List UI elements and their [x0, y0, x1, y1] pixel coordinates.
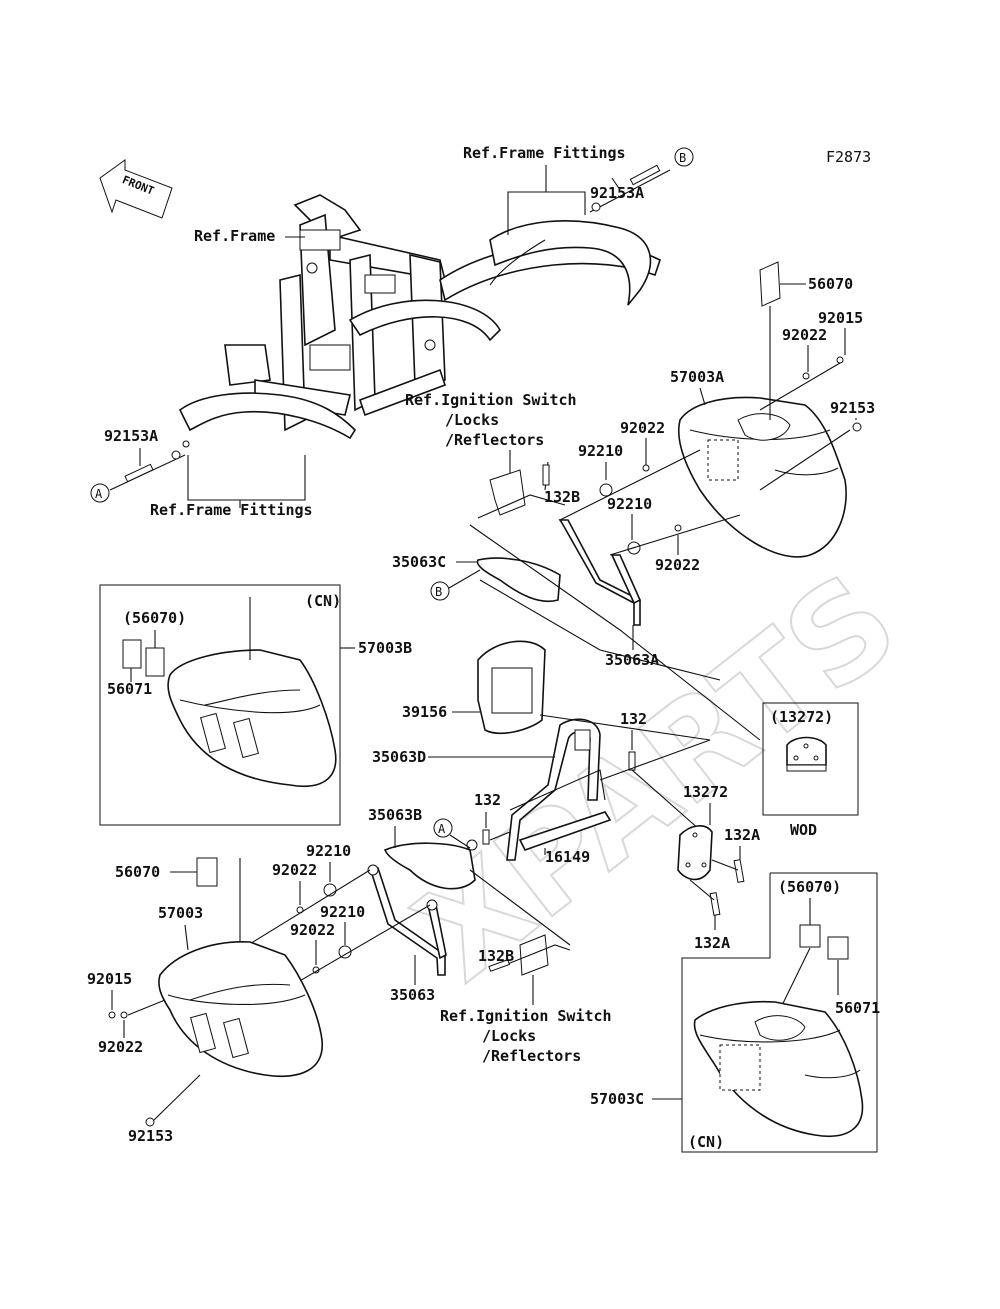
part-92022-a: 92022: [782, 326, 827, 344]
label-cn-top: (CN): [305, 592, 341, 610]
sticker-56071-left: [122, 639, 142, 669]
part-132-a: 132: [620, 710, 647, 728]
part-92210-b: 92210: [607, 495, 652, 513]
sticker-56070-top: [759, 261, 781, 307]
part-132B-top: 132B: [544, 488, 580, 506]
label-reflectors-1: /Reflectors: [445, 431, 544, 449]
part-35063D: 35063D: [372, 748, 426, 766]
part-92022-f: 92022: [98, 1038, 143, 1056]
part-92210-d: 92210: [320, 903, 365, 921]
sticker-56071-right: [827, 936, 849, 960]
saddlebag-57003C: [693, 1000, 864, 1137]
part-13272-paren: (13272): [770, 708, 833, 726]
svg-text:A: A: [438, 822, 446, 836]
part-35063: 35063: [390, 986, 435, 1004]
frame-fitting-top: [489, 220, 652, 306]
part-57003B: 57003B: [358, 639, 412, 657]
svg-text:B: B: [435, 585, 442, 599]
part-56070-bottom: 56070: [115, 863, 160, 881]
frame-illustration: [224, 194, 661, 432]
plate-35063B: [383, 842, 476, 890]
part-57003C: 57003C: [590, 1090, 644, 1108]
part-92153-right: 92153: [830, 399, 875, 417]
part-13272: 13272: [683, 783, 728, 801]
part-92210-a: 92210: [578, 442, 623, 460]
part-56071-right: 56071: [835, 999, 880, 1017]
part-56070-paren-cn: (56070): [123, 609, 186, 627]
part-56070-paren-bottom: (56070): [778, 878, 841, 896]
part-39156: 39156: [402, 703, 447, 721]
label-ref-ignition-2: Ref.Ignition Switch: [440, 1007, 612, 1025]
front-arrow-icon: FRONT: [99, 159, 173, 219]
part-16149: 16149: [545, 848, 590, 866]
wod-variant-box: [762, 702, 859, 816]
part-92015-top: 92015: [818, 309, 863, 327]
part-132A-a: 132A: [724, 826, 760, 844]
label-ref-frame-fittings-top: Ref.Frame Fittings: [463, 144, 626, 162]
label-ref-frame-fittings-bottom: Ref.Frame Fittings: [150, 501, 313, 519]
callout-circle-a-left: A: [90, 483, 110, 503]
cn-variant-box-top: [99, 584, 341, 826]
label-ref-frame: Ref.Frame: [194, 227, 275, 245]
part-92153A-top: 92153A: [590, 184, 644, 202]
label-ref-ignition-1: Ref.Ignition Switch: [405, 391, 577, 409]
sticker-56070-cn-bottom: [799, 924, 821, 948]
part-92015-bottom: 92015: [87, 970, 132, 988]
part-132A-b: 132A: [694, 934, 730, 952]
saddlebag-57003: [158, 941, 323, 1077]
part-132B-bottom: 132B: [478, 947, 514, 965]
part-92022-d: 92022: [272, 861, 317, 879]
figure-code: F2873: [826, 148, 871, 166]
saddlebag-57003A: [677, 396, 847, 558]
label-wod: WOD: [790, 821, 817, 839]
plate-35063C: [476, 557, 561, 603]
part-92153-bottom: 92153: [128, 1127, 173, 1145]
callout-circle-b-top: B: [674, 147, 694, 167]
label-locks-2: /Locks: [482, 1027, 536, 1045]
callout-circle-b-mid: B: [430, 581, 450, 601]
ignition-bracket-top: [489, 469, 526, 516]
sticker-56070-bottom: [196, 857, 218, 887]
rail-35063A: [558, 519, 641, 626]
part-56071-left: 56071: [107, 680, 152, 698]
part-92022-e: 92022: [290, 921, 335, 939]
ignition-bracket-bottom: [519, 934, 549, 976]
plate-16149: [518, 811, 612, 851]
label-reflectors-2: /Reflectors: [482, 1047, 581, 1065]
part-92210-c: 92210: [306, 842, 351, 860]
label-locks-1: /Locks: [445, 411, 499, 429]
callout-circle-a-mid: A: [433, 818, 453, 838]
frame-fitting-left: [178, 392, 357, 440]
rail-35063: [368, 867, 446, 976]
part-57003A: 57003A: [670, 368, 724, 386]
svg-text:A: A: [95, 487, 103, 501]
saddlebag-57003B: [167, 649, 337, 787]
cn-variant-box-bottom: [681, 872, 878, 1153]
sticker-56070-cn: [145, 647, 165, 677]
svg-text:B: B: [679, 151, 686, 165]
part-57003: 57003: [158, 904, 203, 922]
part-92153A-left: 92153A: [104, 427, 158, 445]
part-92022-b: 92022: [620, 419, 665, 437]
part-35063C: 35063C: [392, 553, 446, 571]
part-132-b: 132: [474, 791, 501, 809]
part-35063A: 35063A: [605, 651, 659, 669]
part-56070-top: 56070: [808, 275, 853, 293]
part-92022-c: 92022: [655, 556, 700, 574]
label-cn-bottom: (CN): [688, 1133, 724, 1151]
part-35063B: 35063B: [368, 806, 422, 824]
